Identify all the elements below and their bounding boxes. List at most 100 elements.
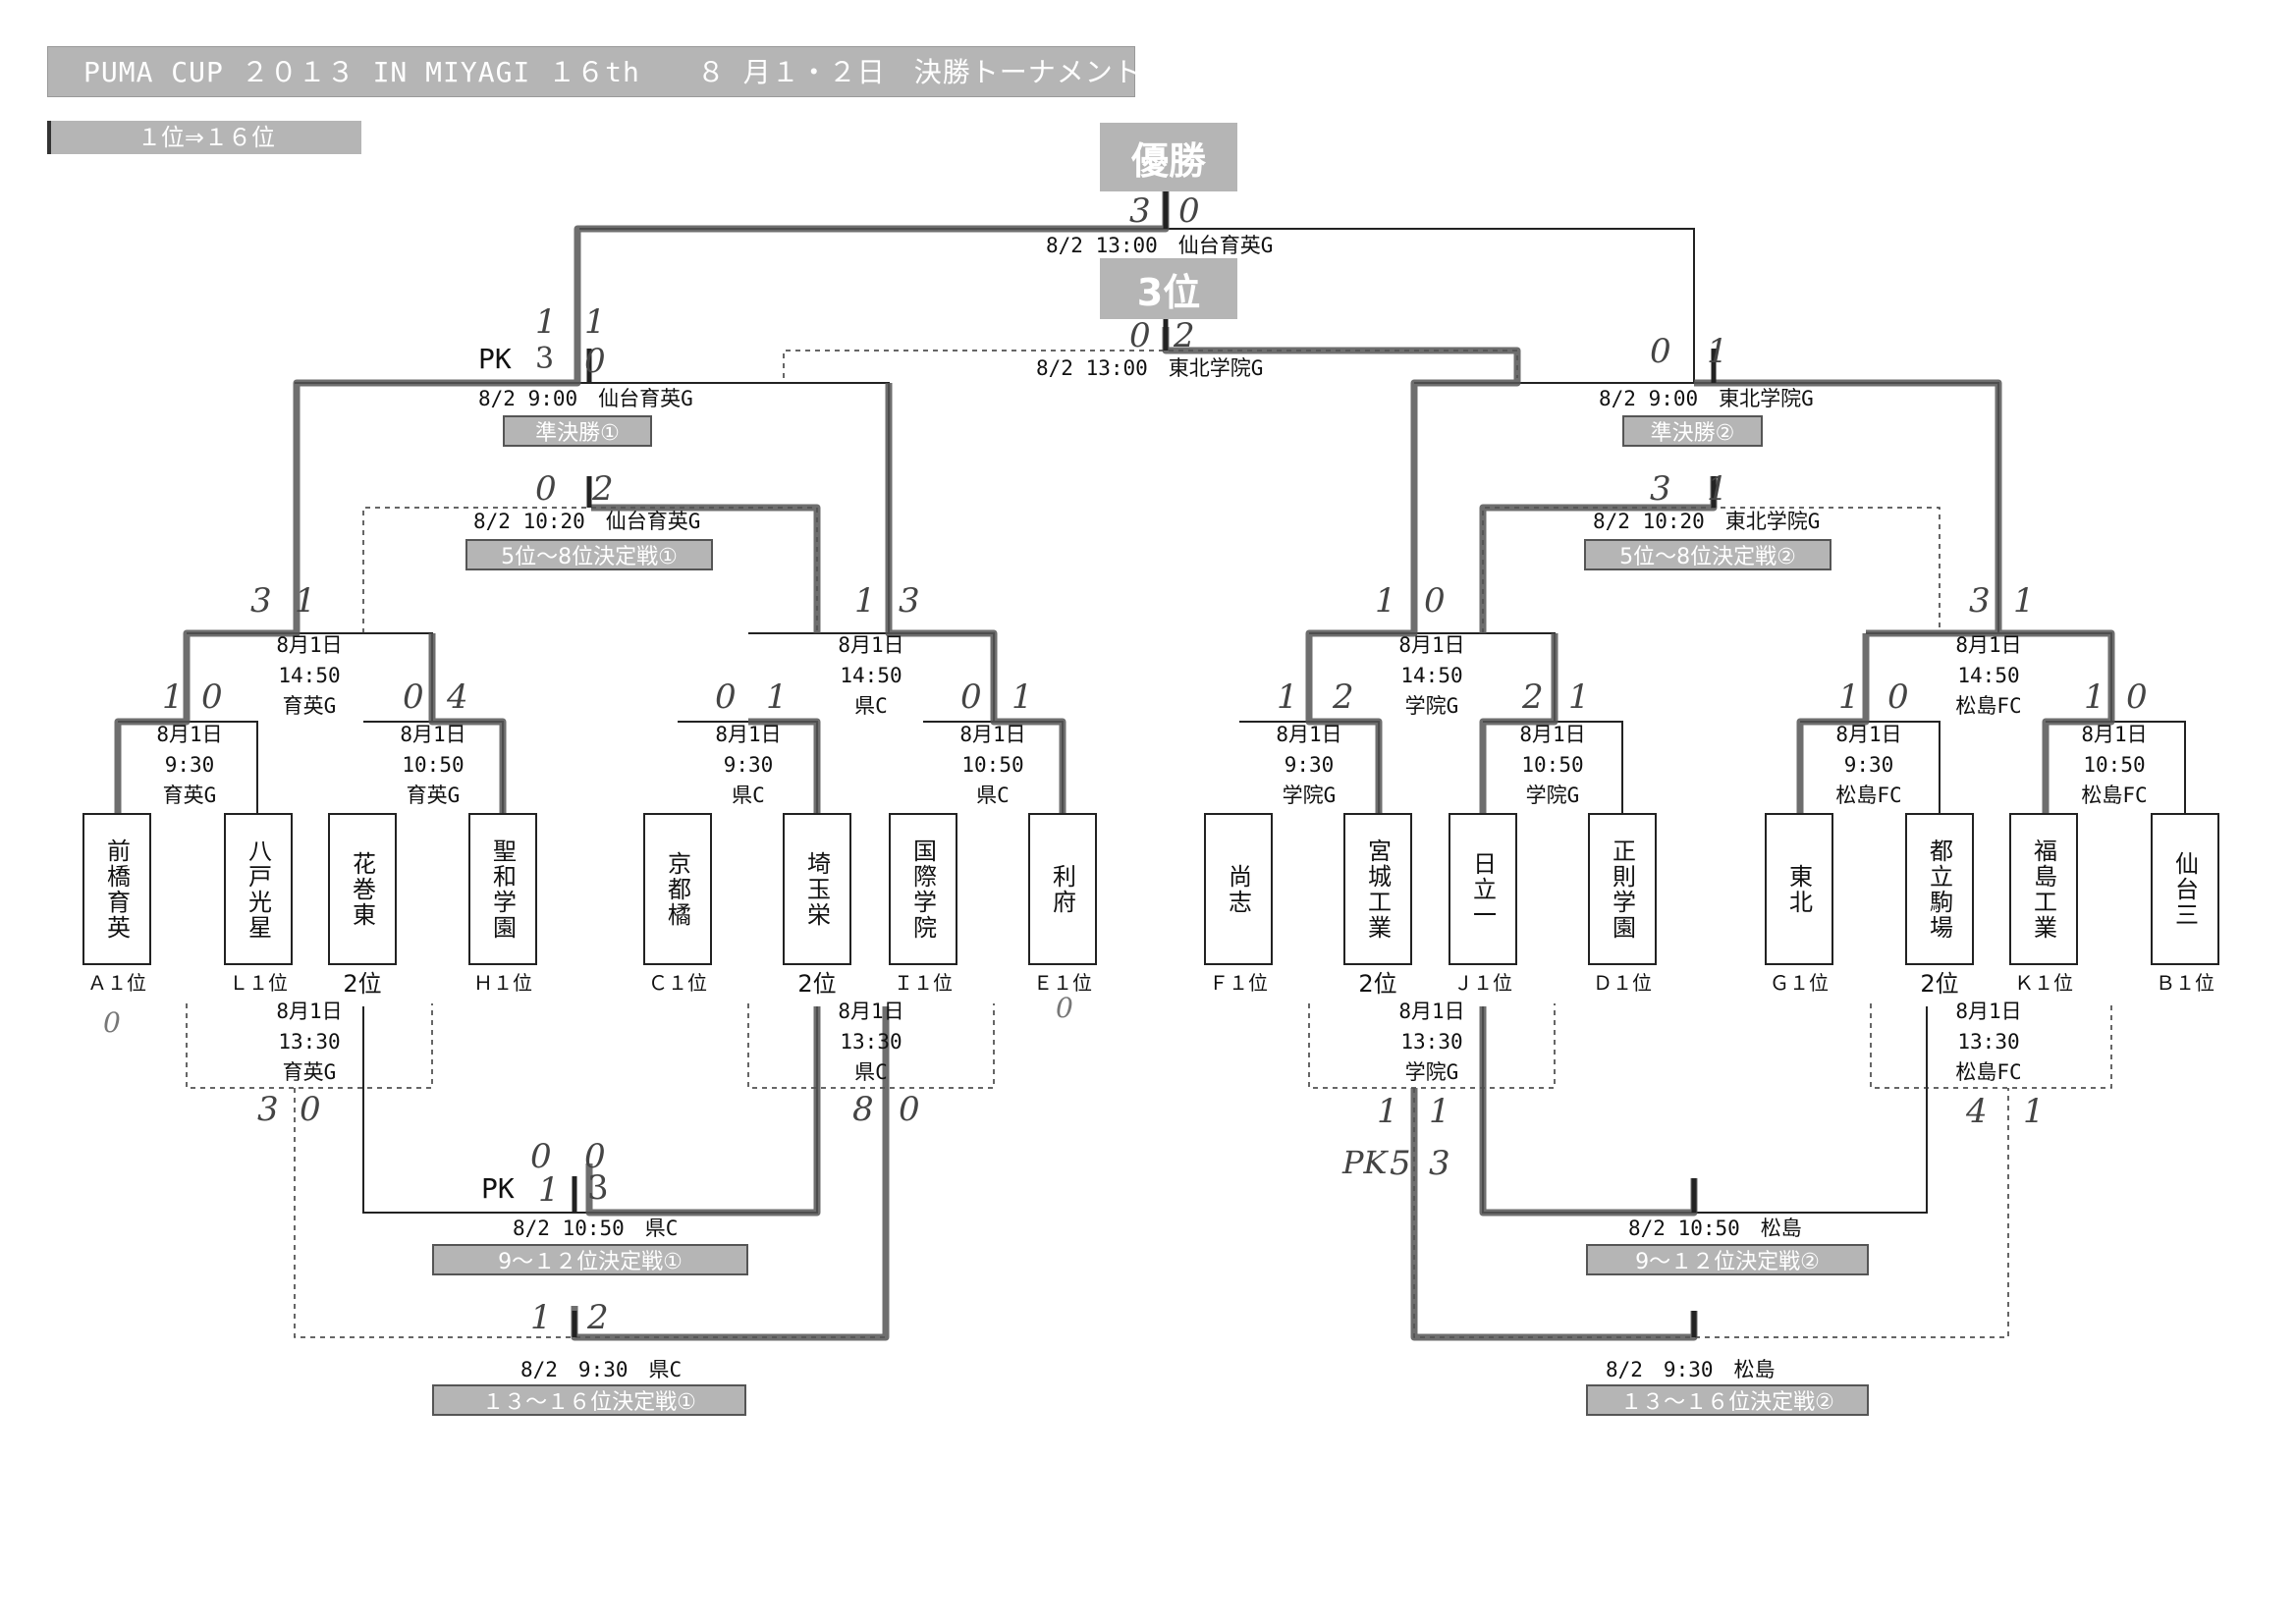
- qf1-time: 14:50: [278, 664, 341, 687]
- team-kokusai-gakuin: 国際学院: [889, 813, 957, 965]
- cons1-date: 8月1日: [276, 1000, 343, 1023]
- r16-8-info: 8月1日 10:50 松島FC: [2070, 720, 2159, 811]
- r16-6-info: 8月1日 10:50 学院G: [1508, 720, 1597, 811]
- p5-1-label: 5位～8位決定戦①: [465, 539, 713, 570]
- seed-label: Ｆ１位: [1209, 971, 1268, 995]
- cons4-score-b: 1: [2023, 1092, 2045, 1131]
- cons2-info: 8月1日 13:30 県C: [822, 997, 920, 1088]
- cons3-score-b: 1: [1429, 1092, 1450, 1131]
- cons2-score-b: 0: [899, 1090, 920, 1129]
- r16-4-time: 10:50: [961, 753, 1024, 777]
- r16-2-time: 10:50: [402, 753, 465, 777]
- p9-1-schedule: 8/2 10:50 県C: [513, 1217, 679, 1240]
- p9-1-score-b: 0: [584, 1137, 606, 1176]
- cons3-venue: 学院G: [1404, 1060, 1459, 1084]
- champion-label: 優勝: [1100, 123, 1237, 191]
- p13-1-label: １３～１６位決定戦①: [432, 1384, 746, 1416]
- cons3-date: 8月1日: [1398, 1000, 1465, 1023]
- r16-7-venue: 松島FC: [1835, 784, 1902, 807]
- seed-label: 2位: [1358, 970, 1397, 998]
- r16-6-score-b: 1: [1568, 677, 1590, 717]
- qf4-venue: 松島FC: [1955, 694, 2022, 718]
- team-kyoto-tachibana: 京都橘: [643, 813, 712, 965]
- team-miyagi-kogyo: 宮城工業: [1343, 813, 1412, 965]
- r16-4-venue: 県C: [976, 784, 1010, 807]
- cons3-pk-b: 3: [1429, 1144, 1450, 1183]
- r16-4-info: 8月1日 10:50 県C: [949, 720, 1037, 811]
- third-schedule: 8/2 13:00 東北学院G: [1036, 356, 1264, 380]
- p5-2-score-a: 3: [1650, 469, 1671, 509]
- cons2-venue: 県C: [854, 1060, 888, 1084]
- sf2-score-a: 0: [1650, 332, 1671, 371]
- seed-label: Ｊ１位: [1453, 971, 1512, 995]
- r16-4-score-b: 1: [1011, 677, 1033, 717]
- qf2-info: 8月1日 14:50 県C: [822, 630, 920, 722]
- third-score-b: 2: [1174, 316, 1195, 355]
- qf4-score-a: 3: [1969, 581, 1991, 621]
- r16-6-venue: 学院G: [1525, 784, 1580, 807]
- third-score-a: 0: [1129, 316, 1151, 355]
- qf1-date: 8月1日: [276, 633, 343, 657]
- qf1-info: 8月1日 14:50 育英G: [260, 630, 358, 722]
- qf2-time: 14:50: [840, 664, 902, 687]
- seed-label: 2位: [343, 970, 382, 998]
- p13-1-schedule: 8/2 9:30 県C: [520, 1358, 683, 1381]
- r16-1-score-b: 0: [201, 677, 223, 717]
- sf1-score-a: 1: [535, 302, 557, 342]
- p9-1-label: 9～１２位決定戦①: [432, 1244, 748, 1275]
- bracket-winner-paths: [114, 191, 2115, 1341]
- seed-label: Ｇ１位: [1770, 971, 1829, 995]
- r16-3-score-b: 1: [766, 677, 788, 717]
- seed-label: 2位: [797, 970, 837, 998]
- cons4-date: 8月1日: [1955, 1000, 2022, 1023]
- cons4-score-a: 4: [1966, 1092, 1988, 1131]
- sf1-schedule: 8/2 9:00 仙台育英G: [478, 387, 693, 410]
- seed-label: Ｉ１位: [894, 971, 953, 995]
- r16-8-time: 10:50: [2083, 753, 2146, 777]
- p9-1-score-a: 0: [530, 1137, 552, 1176]
- p13-2-label: １３～１６位決定戦②: [1586, 1384, 1869, 1416]
- qf3-time: 14:50: [1400, 664, 1463, 687]
- seed-label: Ｋ１位: [2014, 971, 2073, 995]
- qf2-venue: 県C: [854, 694, 888, 718]
- scribble-mark: 0: [1056, 992, 1073, 1024]
- seed-label: Ｂ１位: [2156, 971, 2214, 995]
- p5-2-schedule: 8/2 10:20 東北学院G: [1593, 510, 1821, 533]
- final-score-a: 3: [1129, 191, 1151, 231]
- r16-1-venue: 育英G: [162, 784, 217, 807]
- team-toritsu-komaba: 都立駒場: [1905, 813, 1974, 965]
- cons2-score-a: 8: [852, 1090, 874, 1129]
- cons2-time: 13:30: [840, 1030, 902, 1054]
- team-seiwa-gakuen: 聖和学園: [468, 813, 537, 965]
- cons4-info: 8月1日 13:30 松島FC: [1940, 997, 2038, 1088]
- r16-5-date: 8月1日: [1276, 723, 1342, 746]
- team-seisoku-gakuen: 正則学園: [1588, 813, 1657, 965]
- final-schedule: 8/2 13:00 仙台育英G: [1046, 234, 1274, 257]
- sf1-pk-b: 0: [584, 342, 606, 381]
- r16-8-score-b: 0: [2126, 677, 2148, 717]
- third-place-label: 3位: [1100, 258, 1237, 319]
- sf1-pk-a: 3: [535, 342, 555, 376]
- team-rifu: 利府: [1028, 813, 1097, 965]
- scribble-mark: 0: [103, 1006, 121, 1039]
- r16-1-score-a: 1: [162, 677, 184, 717]
- r16-8-score-a: 1: [2084, 677, 2105, 717]
- r16-3-time: 9:30: [723, 753, 774, 777]
- r16-4-score-a: 0: [960, 677, 982, 717]
- p9-2-schedule: 8/2 10:50 松島: [1628, 1217, 1802, 1240]
- seed-label: Ｈ１位: [473, 971, 532, 995]
- cons3-pk-a: 5: [1390, 1144, 1411, 1183]
- qf1-score-a: 3: [250, 581, 272, 621]
- team-hachinohe-kosei: 八戸光星: [224, 813, 293, 965]
- p9-1-pk-a: 1: [538, 1170, 560, 1210]
- qf3-date: 8月1日: [1398, 633, 1465, 657]
- sf1-pk-label: PK: [478, 343, 512, 375]
- seed-label: Ｃ１位: [648, 971, 707, 995]
- p13-1-score-b: 2: [587, 1298, 609, 1337]
- team-tohoku: 東北: [1765, 813, 1833, 965]
- r16-7-date: 8月1日: [1835, 723, 1902, 746]
- r16-7-score-a: 1: [1838, 677, 1860, 717]
- sf2-schedule: 8/2 9:00 東北学院G: [1599, 387, 1814, 410]
- qf4-time: 14:50: [1957, 664, 2020, 687]
- sf1-score-b: 1: [584, 302, 606, 342]
